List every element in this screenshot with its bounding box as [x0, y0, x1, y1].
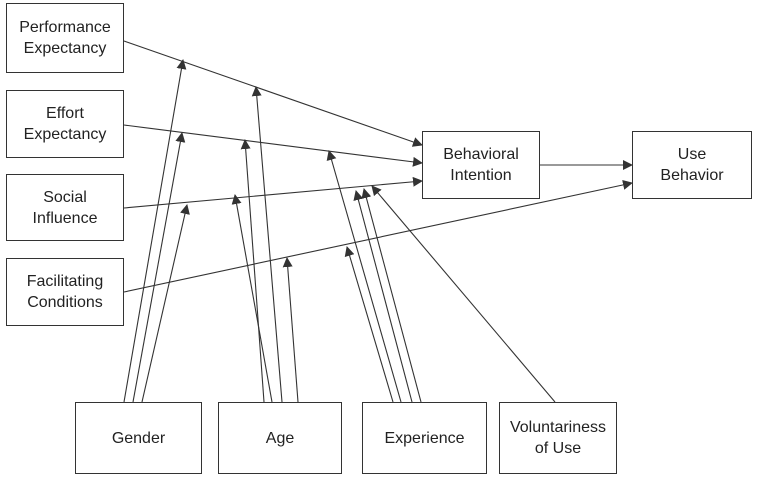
- arrow-performance-to-intention: [123, 40, 423, 147]
- arrow-age-facilitating: [282, 257, 299, 403]
- arrow-experience-effort: [326, 150, 402, 403]
- voluntariness-of-use-box: Voluntariness of Use: [499, 402, 617, 474]
- use-behavior-box: Use Behavior: [632, 131, 752, 199]
- effort-expectancy-label: Effort Expectancy: [23, 105, 107, 143]
- arrow-age-performance: [251, 86, 283, 403]
- behavioral-intention-box: Behavioral Intention: [422, 131, 540, 199]
- age-box: Age: [218, 402, 342, 474]
- arrow-experience-social-a: [353, 190, 413, 403]
- voluntariness-of-use-label: Voluntariness of Use: [509, 419, 607, 457]
- age-label: Age: [265, 429, 295, 447]
- social-influence-box: Social Influence: [6, 174, 124, 241]
- experience-box: Experience: [362, 402, 487, 474]
- performance-expectancy-label: Performance Expectancy: [19, 19, 111, 57]
- facilitating-conditions-box: Facilitating Conditions: [6, 258, 124, 326]
- arrow-experience-facilitating: [344, 246, 394, 403]
- arrow-gender-performance: [123, 59, 187, 403]
- arrow-facilitating-to-use: [123, 179, 633, 293]
- arrow-gender-social: [141, 204, 190, 403]
- facilitating-conditions-label: Facilitating Conditions: [26, 273, 104, 311]
- arrow-age-social: [231, 194, 273, 403]
- arrow-gender-effort: [132, 132, 186, 403]
- performance-expectancy-box: Performance Expectancy: [6, 3, 124, 73]
- social-influence-label: Social Influence: [32, 188, 98, 227]
- behavioral-intention-label: Behavioral Intention: [443, 146, 519, 184]
- gender-label: Gender: [111, 429, 166, 447]
- arrow-age-effort: [240, 139, 265, 403]
- arrow-effort-to-intention: [123, 124, 423, 167]
- arrow-experience-social-b: [361, 188, 422, 403]
- effort-expectancy-box: Effort Expectancy: [6, 90, 124, 158]
- use-behavior-label: Use Behavior: [660, 146, 724, 184]
- arrow-voluntariness-social: [371, 185, 556, 403]
- experience-label: Experience: [384, 429, 465, 447]
- gender-box: Gender: [75, 402, 202, 474]
